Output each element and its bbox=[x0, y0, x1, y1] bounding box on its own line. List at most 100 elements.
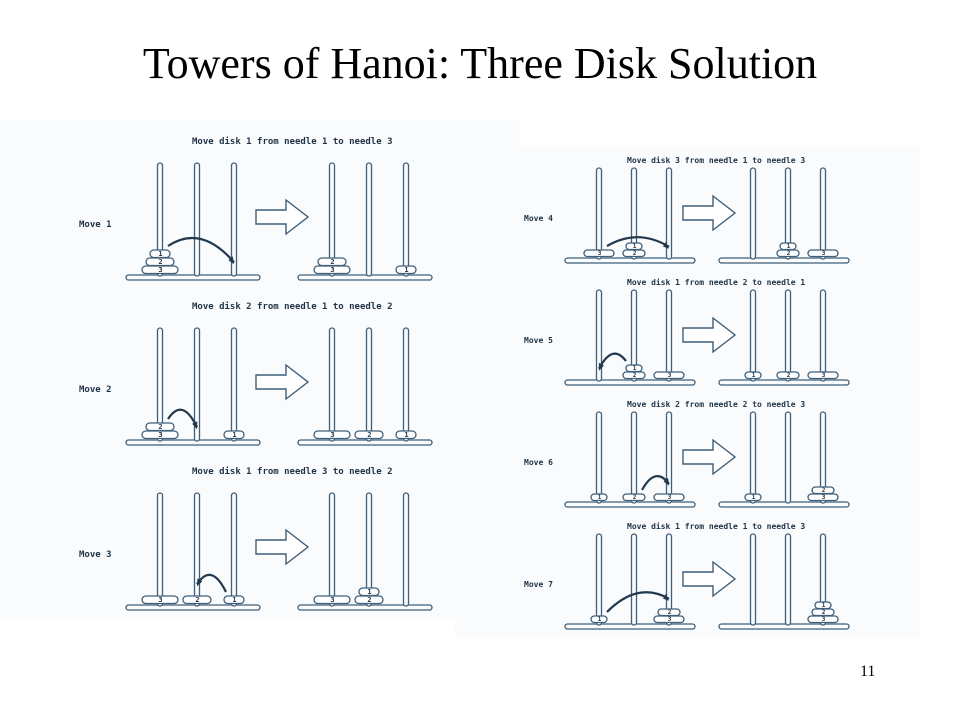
move-7-after-needle-1 bbox=[749, 533, 757, 626]
move-1-before-needle-3 bbox=[230, 162, 238, 277]
move-1-label: Move 1 bbox=[79, 220, 112, 230]
move-5-caption: Move disk 1 from needle 2 to needle 1 bbox=[627, 277, 805, 287]
move-6-after-disk-1-label: 1 bbox=[752, 494, 756, 501]
move-7-curve bbox=[606, 591, 670, 613]
move-4-after-disk-1-label: 1 bbox=[787, 243, 791, 250]
move-4-before-needle-1 bbox=[595, 167, 603, 260]
move-6-after-needle-1 bbox=[749, 411, 757, 504]
move-2-after-needle-2 bbox=[365, 327, 373, 442]
move-3-after-disk-1-label: 1 bbox=[367, 588, 371, 596]
move-6-before-needle-3 bbox=[665, 411, 673, 504]
move-3-after-base bbox=[297, 604, 433, 611]
move-1-after-tower: 321 bbox=[297, 162, 433, 281]
move-1-curve bbox=[167, 236, 235, 263]
move-4-curve bbox=[606, 236, 670, 248]
move-3-before-disk-1-label: 1 bbox=[232, 596, 236, 604]
move-2-after-base bbox=[297, 439, 433, 446]
move-3-before-disk-2 bbox=[182, 595, 212, 605]
move-4-curve-head bbox=[663, 241, 669, 249]
move-7-after-base bbox=[718, 623, 850, 630]
move-7-curve-head bbox=[663, 593, 669, 601]
move-6-before-disk-3 bbox=[653, 493, 685, 502]
move-6-after-disk-1 bbox=[744, 493, 762, 502]
move-1-caption: Move disk 1 from needle 1 to needle 3 bbox=[192, 136, 392, 147]
move-4-after-base bbox=[718, 257, 850, 264]
moves-panel-left: Move disk 1 from needle 1 to needle 3 Mov… bbox=[0, 120, 520, 620]
move-4-before-disk-3-label: 3 bbox=[598, 250, 602, 257]
move-7-caption: Move disk 1 from needle 1 to needle 3 bbox=[627, 521, 805, 531]
move-2-after-disk-3 bbox=[313, 430, 351, 440]
move-3-after-needle-2 bbox=[365, 492, 373, 607]
move-6-curve bbox=[641, 475, 670, 491]
move-6-after-needle-3 bbox=[819, 411, 827, 504]
move-7-before-needle-1 bbox=[595, 533, 603, 626]
moves-figure-right: Move disk 3 from needle 1 to needle 3 Mov… bbox=[524, 155, 850, 630]
move-5-before-disk-3 bbox=[653, 371, 685, 380]
move-4-after-disk-3-label: 3 bbox=[822, 250, 826, 257]
move-5-before-needle-3 bbox=[665, 289, 673, 382]
move-2-before-needle-3 bbox=[230, 327, 238, 442]
move-2-after-disk-3-label: 3 bbox=[330, 431, 334, 439]
move-4-caption: Move disk 3 from needle 1 to needle 3 bbox=[627, 155, 805, 165]
move-7-before-needle-3 bbox=[665, 533, 673, 626]
move-5-before-disk-2-label: 2 bbox=[633, 372, 637, 379]
move-4-after-needle-1 bbox=[749, 167, 757, 260]
move-7-before-base bbox=[564, 623, 696, 630]
move-6-before-needle-1 bbox=[595, 411, 603, 504]
move-7-before-needle-2 bbox=[630, 533, 638, 626]
move-5-arrow bbox=[682, 316, 737, 354]
move-2-after-disk-1 bbox=[395, 430, 417, 440]
move-3-curve bbox=[196, 573, 227, 593]
move-4-before-base bbox=[564, 257, 696, 264]
move-2-after-disk-2 bbox=[354, 430, 384, 440]
move-4-before-needle-3 bbox=[665, 167, 673, 260]
move-7-after-disk-1 bbox=[814, 601, 832, 610]
move-2-before-disk-1 bbox=[223, 430, 245, 440]
move-2-before-disk-3-label: 3 bbox=[158, 431, 162, 439]
page-number: 11 bbox=[860, 663, 876, 680]
move-6-after-disk-2-label: 2 bbox=[822, 487, 826, 494]
move-4-before-disk-2-label: 2 bbox=[633, 250, 637, 257]
move-5-after-disk-3 bbox=[807, 371, 839, 380]
move-5-after-needle-1 bbox=[749, 289, 757, 382]
move-7-before-disk-1 bbox=[590, 615, 608, 624]
move-5-after-needle-2 bbox=[784, 289, 792, 382]
move-6-before-base bbox=[564, 501, 696, 508]
move-3-before-disk-1 bbox=[223, 595, 245, 605]
move-5-after-disk-1-label: 1 bbox=[752, 372, 756, 379]
move-6-before-disk-2-label: 2 bbox=[633, 494, 637, 501]
move-2-caption: Move disk 2 from needle 1 to needle 2 bbox=[192, 301, 392, 312]
move-1-after-needle-2 bbox=[365, 162, 373, 277]
move-5-before-needle-2 bbox=[630, 289, 638, 382]
move-3-after-needle-3 bbox=[402, 492, 410, 607]
move-1-before-tower: 321 bbox=[125, 162, 261, 281]
move-2-after-disk-1-label: 1 bbox=[404, 431, 408, 439]
move-2-after-disk-2-label: 2 bbox=[367, 431, 371, 439]
move-6-before-disk-2 bbox=[622, 493, 646, 502]
move-1-after-disk-1 bbox=[395, 265, 417, 275]
move-2-curve-head bbox=[192, 421, 198, 430]
move-2-before-disk-1-label: 1 bbox=[232, 431, 236, 439]
move-7-after-disk-1-label: 1 bbox=[822, 602, 826, 609]
move-4-after-needle-3 bbox=[819, 167, 827, 260]
move-6-arrow bbox=[682, 438, 737, 476]
move-3-before-base bbox=[125, 604, 261, 611]
move-5-before-disk-1 bbox=[625, 364, 643, 373]
move-1-before-disk-3-label: 3 bbox=[158, 266, 162, 274]
move-2-before-disk-2-label: 2 bbox=[158, 423, 162, 431]
move-2-before-base bbox=[125, 439, 261, 446]
move-7-after-disk-3-label: 3 bbox=[822, 616, 826, 623]
move-3-after-disk-1 bbox=[358, 587, 380, 597]
move-7-arrow bbox=[682, 560, 737, 598]
move-6-before-needle-2 bbox=[630, 411, 638, 504]
move-1-before-disk-1 bbox=[149, 249, 171, 259]
move-3-before-needle-1 bbox=[156, 492, 164, 607]
move-3-after-disk-3-label: 3 bbox=[330, 596, 334, 604]
move-3-before-disk-3 bbox=[141, 595, 179, 605]
move-4-before-disk-1 bbox=[625, 242, 643, 251]
